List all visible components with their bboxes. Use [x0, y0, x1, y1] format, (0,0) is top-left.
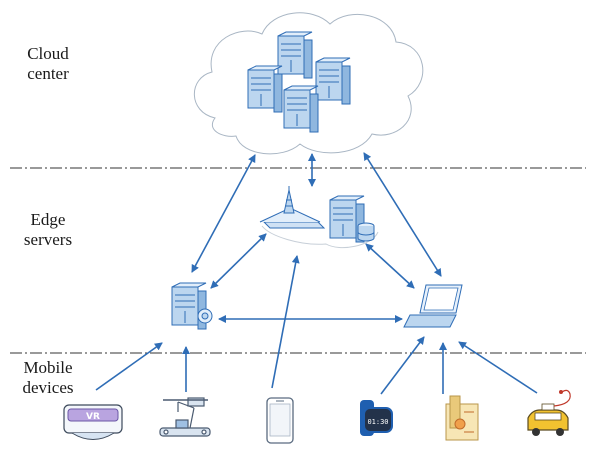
edge-pc-server-icon — [171, 282, 213, 330]
watch-time: 01:30 — [367, 418, 388, 426]
vr-label: VR — [86, 412, 100, 422]
label-cloud-line1: Cloud — [27, 44, 69, 63]
label-edge-line2: servers — [23, 230, 73, 249]
tablet-panel-icon — [445, 395, 479, 441]
arrow-cloud-laptop — [363, 152, 442, 277]
arrow-car-laptop — [458, 341, 538, 394]
cloud-outline — [193, 12, 424, 155]
laptop-icon — [403, 284, 463, 328]
tower-icon — [259, 186, 326, 229]
smartwatch-icon: 01:30 — [360, 400, 393, 436]
arrow-watch-laptop — [380, 336, 425, 395]
arrow-edgeserver-laptop — [365, 243, 415, 289]
arrow-cloud-pcserver — [191, 154, 256, 273]
arrow-vr-pcserver — [95, 342, 163, 391]
smartphone-icon — [266, 397, 294, 444]
arrow-tower-pcserver — [210, 233, 267, 289]
robot-arm-icon — [159, 397, 211, 437]
label-cloud-line2: center — [27, 64, 69, 83]
label-mobile-line1: Mobile — [23, 358, 73, 377]
label-edge-servers: Edge servers — [8, 210, 88, 250]
vr-headset-icon: VR — [63, 404, 123, 440]
label-edge-line1: Edge — [30, 210, 66, 229]
edge-server-icon — [329, 195, 375, 243]
label-cloud-center: Cloud center — [8, 44, 88, 84]
label-mobile-devices: Mobile devices — [8, 358, 88, 398]
label-mobile-line2: devices — [22, 378, 74, 397]
electric-car-icon — [527, 389, 571, 436]
arrow-phone-tower — [271, 255, 300, 389]
